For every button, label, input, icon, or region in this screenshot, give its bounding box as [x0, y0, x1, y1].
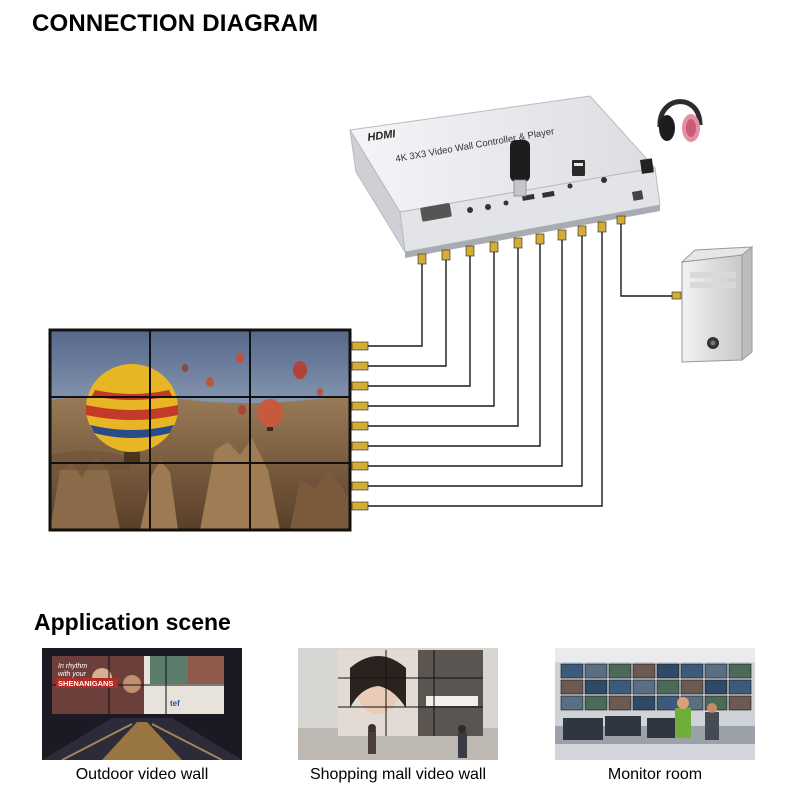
device-output-connector-7 [557, 229, 567, 241]
monitor-screen [680, 679, 704, 695]
monitor-screen [560, 663, 584, 679]
device-output-connector-2 [441, 249, 451, 261]
caption-outdoor-video-wall: Outdoor video wall [75, 766, 209, 783]
monitor-screen [728, 663, 752, 679]
monitor-screen [632, 679, 656, 695]
usb-drive-icon [510, 140, 530, 197]
overlay-text-4: tef [170, 699, 180, 708]
monitor-screen [728, 695, 752, 711]
monitor-screen [560, 695, 584, 711]
monitor-screen [632, 695, 656, 711]
wall-input-connector-1 [351, 341, 369, 351]
large-balloon [86, 364, 178, 462]
hdmi-cable-1 [368, 264, 423, 347]
hdmi-cable-2 [368, 260, 447, 367]
hdmi-cable-8 [368, 236, 583, 487]
wall-input-connector-6 [351, 441, 369, 451]
wall-input-connector-9 [351, 501, 369, 511]
monitor-screen [704, 679, 728, 695]
video-wall [48, 328, 352, 532]
overlay-text-2: with your [58, 671, 87, 678]
wall-input-connector-5 [351, 421, 369, 431]
device-output-connector-6 [535, 233, 545, 245]
monitor-screen [680, 663, 704, 679]
monitor-screen [584, 695, 608, 711]
monitor-screen [656, 695, 680, 711]
monitor-screen [656, 679, 680, 695]
monitor-screen [656, 663, 680, 679]
application-scene-title: Application scene [34, 609, 231, 635]
vga-port [420, 203, 452, 222]
shopping-mall-video-wall-photo [298, 648, 498, 760]
overlay-text-1: In rhythm [58, 663, 87, 670]
computer-tower-icon [680, 245, 754, 363]
hdmi-cable-6 [368, 244, 541, 447]
device-output-connector-3 [465, 245, 475, 257]
headphones-icon [657, 99, 703, 142]
wall-input-connector-2 [351, 361, 369, 371]
device-output-connector-1 [417, 253, 427, 265]
monitor-screen [584, 663, 608, 679]
monitor-screen [728, 679, 752, 695]
power-jack [632, 190, 644, 201]
hdmi-output-cables [351, 221, 607, 511]
hdmi-input-cable [616, 215, 682, 300]
hdmi-cable-3 [368, 256, 471, 387]
connection-diagram: HDMI 4K 3X3 Video Wall Controller & Play… [48, 95, 754, 532]
hdmi-cable-9 [368, 232, 603, 507]
hdmi-cable-5 [368, 248, 519, 427]
wall-input-connector-7 [351, 461, 369, 471]
monitor-screen [632, 663, 656, 679]
video-wall-controller: HDMI 4K 3X3 Video Wall Controller & Play… [349, 95, 661, 258]
monitor-screen [584, 679, 608, 695]
caption-shopping-mall-video-wall: Shopping mall video wall [309, 766, 487, 783]
power-switch [640, 158, 654, 174]
overlay-text-3: SHENANIGANS [58, 679, 113, 688]
monitor-screen [608, 679, 632, 695]
page-title: CONNECTION DIAGRAM [32, 10, 319, 37]
hdmi-cable-7 [368, 240, 563, 467]
device-output-connector-8 [577, 225, 587, 237]
caption-monitor-room: Monitor room [607, 766, 703, 783]
wall-input-connector-4 [351, 401, 369, 411]
hdmi-logo: HDMI [367, 128, 397, 144]
monitor-screen [608, 663, 632, 679]
monitor-screen [704, 663, 728, 679]
monitor-room-photo [555, 648, 755, 760]
wall-input-connector-3 [351, 381, 369, 391]
device-output-connector-4 [489, 241, 499, 253]
hdmi-cable-4 [368, 252, 495, 407]
device-output-connector-9 [597, 221, 607, 233]
wall-input-connector-8 [351, 481, 369, 491]
device-output-connector-5 [513, 237, 523, 249]
outdoor-video-wall-photo: In rhythm with your SHENANIGANS tef [42, 648, 242, 760]
monitor-screen [608, 695, 632, 711]
sd-card-icon [572, 160, 585, 176]
monitor-screen [560, 679, 584, 695]
